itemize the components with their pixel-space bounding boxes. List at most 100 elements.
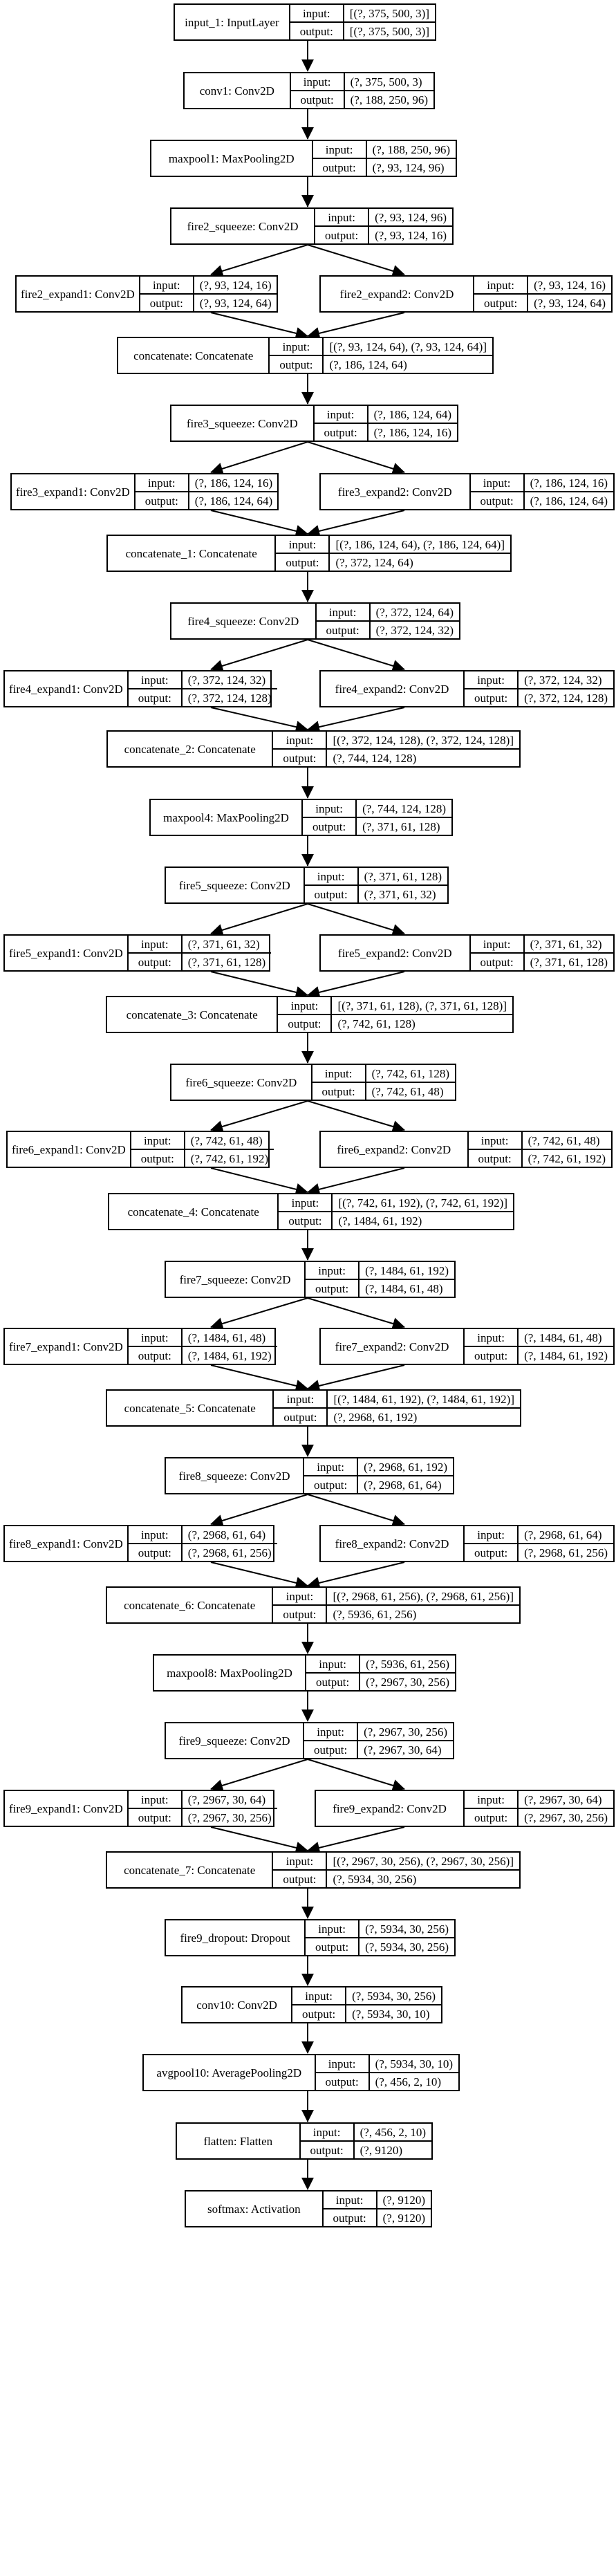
io-table: input:[(?, 93, 124, 64), (?, 93, 124, 64… xyxy=(270,338,492,373)
output-row: output:(?, 372, 124, 32) xyxy=(317,622,459,638)
input-row: input:(?, 744, 124, 128) xyxy=(303,800,451,818)
input-shape: (?, 186, 124, 16) xyxy=(194,476,273,490)
output-row: output:(?, 5936, 61, 256) xyxy=(273,1606,519,1622)
output-label: output: xyxy=(278,1015,333,1032)
input-row: input:(?, 186, 124, 16) xyxy=(470,474,613,492)
output-label: output: xyxy=(276,554,330,571)
edge-fire6-expand1-to-concatenate-4 xyxy=(210,1167,308,1196)
layer-name: maxpool4: MaxPooling2D xyxy=(151,800,304,835)
edge-fire8-squeeze-to-fire8-expand2 xyxy=(307,1494,405,1527)
input-shape: (?, 2967, 30, 64) xyxy=(524,1792,602,1806)
output-label: output: xyxy=(465,1544,519,1561)
input-label: input: xyxy=(317,604,371,620)
edge-fire5-expand1-to-concatenate-3 xyxy=(210,971,308,999)
output-label: output: xyxy=(471,492,525,509)
io-table: input:[(?, 2967, 30, 256), (?, 2967, 30,… xyxy=(273,1853,519,1887)
io-table: input:(?, 9120)output:(?, 9120) xyxy=(323,2192,431,2226)
input-label: input: xyxy=(469,1132,523,1149)
input-label: input: xyxy=(474,277,529,293)
input-shape: (?, 372, 124, 32) xyxy=(187,673,266,687)
output-row: output:(?, 188, 250, 96) xyxy=(291,91,433,108)
io-table: input:(?, 742, 61, 48)output:(?, 742, 61… xyxy=(468,1132,611,1167)
input-shape: (?, 2968, 61, 192) xyxy=(364,1460,447,1474)
input-row: input:[(?, 93, 124, 64), (?, 93, 124, 64… xyxy=(270,338,492,356)
input-row: input:(?, 188, 250, 96) xyxy=(312,141,456,159)
output-row: output:(?, 371, 61, 128) xyxy=(471,954,613,970)
input-row: input:(?, 2968, 61, 64) xyxy=(465,1526,613,1544)
input-label: input: xyxy=(292,1987,347,2004)
input-label: input: xyxy=(140,277,194,293)
output-label: output: xyxy=(474,295,529,311)
output-label: output: xyxy=(129,689,183,706)
input-shape: (?, 371, 61, 32) xyxy=(187,937,260,951)
output-row: output:(?, 5934, 30, 256) xyxy=(306,1938,454,1955)
input-label: input: xyxy=(471,936,525,952)
input-label: input: xyxy=(129,1329,183,1346)
layer-name: softmax: Activation xyxy=(186,2192,324,2226)
output-label: output: xyxy=(304,1476,359,1493)
output-row: output:(?, 2968, 61, 64) xyxy=(304,1476,453,1493)
io-table: input:(?, 375, 500, 3)output:(?, 188, 25… xyxy=(290,73,433,108)
output-shape: (?, 186, 124, 64) xyxy=(329,358,407,371)
input-shape: (?, 93, 124, 96) xyxy=(375,210,447,224)
output-row: output:(?, 742, 61, 192) xyxy=(131,1150,274,1167)
output-label: output: xyxy=(304,1741,359,1758)
edge-fire9-expand2-to-concatenate-7 xyxy=(307,1826,405,1854)
layer-name: fire8_expand1: Conv2D xyxy=(5,1526,129,1561)
input-row: input:[(?, 2967, 30, 256), (?, 2967, 30,… xyxy=(273,1853,519,1871)
input-shape: (?, 93, 124, 16) xyxy=(199,278,272,292)
io-table: input:(?, 93, 124, 96)output:(?, 93, 124… xyxy=(315,209,452,243)
input-label: input: xyxy=(324,2192,377,2208)
input-label: input: xyxy=(273,732,328,748)
output-label: output: xyxy=(469,1150,523,1167)
input-shape: (?, 371, 61, 32) xyxy=(530,937,602,951)
input-label: input: xyxy=(465,1526,519,1543)
io-table: input:(?, 372, 124, 32)output:(?, 372, 1… xyxy=(465,671,613,706)
output-row: output:(?, 2968, 61, 192) xyxy=(274,1409,520,1425)
io-table: input:(?, 1484, 61, 48)output:(?, 1484, … xyxy=(128,1329,277,1364)
output-shape: (?, 1484, 61, 192) xyxy=(187,1349,272,1362)
output-row: output:(?, 372, 124, 64) xyxy=(276,554,510,571)
input-shape: (?, 5934, 30, 256) xyxy=(352,1989,436,2003)
io-table: input:[(?, 186, 124, 64), (?, 186, 124, … xyxy=(276,536,510,571)
layer-name: fire2_expand1: Conv2D xyxy=(17,277,140,311)
edge-fire3-expand1-to-concatenate-1 xyxy=(210,510,308,537)
input-label: input: xyxy=(270,338,324,355)
edge-fire6-expand2-to-concatenate-4 xyxy=(307,1167,405,1196)
output-shape: (?, 2967, 30, 256) xyxy=(524,1810,608,1824)
output-row: output:(?, 742, 61, 48) xyxy=(312,1083,455,1100)
input-label: input: xyxy=(465,1791,519,1808)
output-shape: (?, 742, 61, 192) xyxy=(528,1151,606,1165)
input-label: input: xyxy=(305,868,359,884)
input-label: input: xyxy=(471,474,525,491)
input-row: input:(?, 371, 61, 32) xyxy=(128,936,272,954)
output-label: output: xyxy=(465,689,519,706)
output-shape: (?, 188, 250, 96) xyxy=(350,93,428,106)
edge-fire7-expand1-to-concatenate-5 xyxy=(210,1364,308,1392)
output-shape: (?, 93, 124, 96) xyxy=(372,160,445,174)
output-row: output:(?, 93, 124, 96) xyxy=(313,159,456,176)
input-row: input:(?, 5936, 61, 256) xyxy=(306,1656,455,1674)
output-shape: (?, 1484, 61, 192) xyxy=(338,1214,422,1227)
output-row: output:(?, 186, 124, 64) xyxy=(136,492,278,509)
output-row: output:(?, 93, 124, 16) xyxy=(315,227,452,243)
output-shape: (?, 2968, 61, 256) xyxy=(187,1546,272,1559)
layer-name: fire9_expand1: Conv2D xyxy=(5,1791,129,1826)
input-row: input:(?, 5934, 30, 256) xyxy=(306,1920,454,1938)
layer-name: fire6_squeeze: Conv2D xyxy=(171,1065,312,1100)
input-row: input:(?, 2968, 61, 64) xyxy=(128,1526,277,1544)
input-label: input: xyxy=(312,1065,366,1082)
layer-name: fire3_squeeze: Conv2D xyxy=(171,406,315,441)
layer-name: fire7_expand1: Conv2D xyxy=(5,1329,129,1364)
output-label: output: xyxy=(317,622,371,638)
io-table: input:(?, 372, 124, 64)output:(?, 372, 1… xyxy=(316,604,459,638)
layer-name: conv1: Conv2D xyxy=(185,73,291,108)
